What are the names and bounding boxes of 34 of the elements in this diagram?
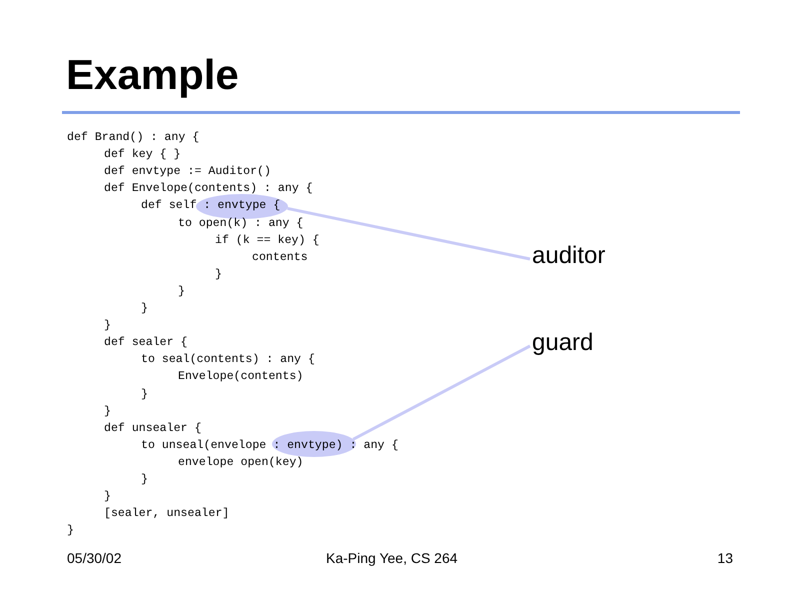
code-line: } [104, 320, 111, 332]
code-line: def self : envtype { [141, 200, 280, 212]
footer-text: 05/30/02 [67, 551, 122, 565]
leader-line [352, 344, 531, 441]
code-line: } [67, 525, 74, 537]
footer-text: 13 [717, 551, 733, 565]
footer-text: Ka-Ping Yee, CS 264 [326, 551, 458, 565]
code-line: [sealer, unsealer] [104, 508, 230, 520]
code-line: def Brand() : any { [67, 132, 200, 144]
code-line: def unsealer { [104, 422, 202, 434]
slide-title: Example [66, 54, 239, 96]
annotation-text: guard [532, 331, 594, 355]
code-line: envelope open(key) [178, 456, 304, 468]
code-line: } [104, 406, 111, 418]
code-line: Envelope(contents) [178, 371, 304, 383]
annotation-text: auditor [532, 244, 606, 268]
code-line: def Envelope(contents) : any { [104, 183, 313, 195]
leader-line [287, 206, 530, 260]
code-line: def key { } [104, 149, 181, 161]
code-line: def sealer { [104, 337, 188, 349]
code-line: to unseal(envelope : envtype) : any { [141, 440, 398, 452]
highlight-ellipse [272, 431, 356, 457]
code-line: } [215, 268, 222, 280]
code-line: } [141, 474, 148, 486]
code-line: to open(k) : any { [178, 218, 304, 230]
code-line: } [141, 303, 148, 315]
code-line: } [178, 286, 185, 298]
highlight-ellipse [196, 194, 288, 219]
code-line: if (k == key) { [215, 234, 320, 246]
code-line: def envtype := Auditor() [104, 166, 271, 178]
code-line: } [141, 388, 148, 400]
code-line: contents [252, 252, 308, 264]
code-line: to seal(contents) : any { [141, 354, 315, 366]
code-line: } [104, 491, 111, 503]
